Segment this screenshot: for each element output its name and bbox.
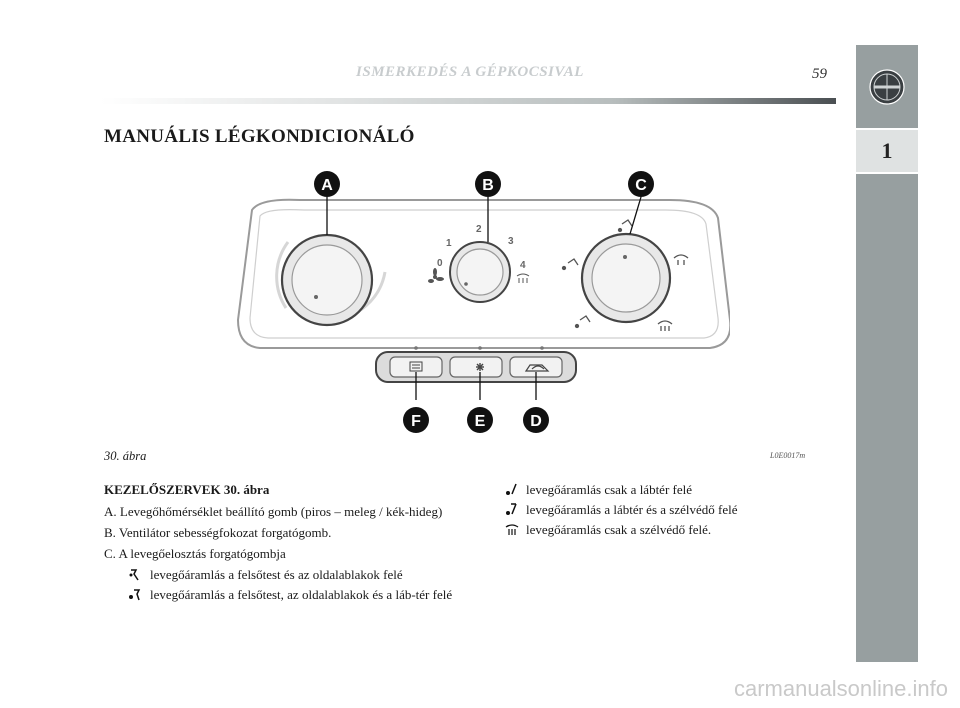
left-column: KEZELŐSZERVEK 30. ábra A. Levegőhőmérsék…	[104, 482, 460, 607]
fan-speed-1: 1	[446, 238, 452, 249]
c-sub2-text: levegőáramlás a felsőtest, az oldalablak…	[150, 587, 453, 602]
list-item: levegőáramlás csak a lábtér felé	[504, 482, 834, 498]
airflow-feet-icon	[504, 482, 526, 498]
item-c: C. A levegőelosztás forgatógombja	[104, 546, 286, 561]
ac-snowflake-icon	[476, 363, 484, 371]
airflow-face-feet-icon	[128, 587, 150, 603]
airflow-mode-icons	[561, 219, 689, 331]
rear-defrost-icon	[409, 361, 423, 372]
list-item: levegőáramlás csak a szélvédő felé.	[504, 522, 834, 538]
r-sub2-text: levegőáramlás a lábtér és a szélvédő fel…	[526, 502, 738, 517]
page-number: 59	[812, 66, 827, 82]
fan-icon	[428, 268, 444, 283]
controls-heading: KEZELŐSZERVEK 30. ábra	[104, 482, 270, 497]
list-item: levegőáramlás a lábtér és a szélvédő fel…	[504, 502, 834, 518]
r-sub1-text: levegőáramlás csak a lábtér felé	[526, 482, 693, 497]
airflow-face-icon	[128, 567, 150, 583]
running-header-title: ISMERKEDÉS A GÉPKOCSIVAL	[356, 64, 584, 80]
callout-a: A	[321, 177, 333, 194]
callout-c: C	[635, 177, 647, 194]
callout-b: B	[482, 177, 494, 194]
figure-caption: 30. ábra	[104, 449, 147, 463]
fan-speed-3: 3	[508, 236, 514, 247]
brand-logo	[856, 45, 918, 125]
shield-logo-icon	[869, 69, 905, 105]
item-a: A. Levegőhőmérséklet beállító gomb (piro…	[104, 504, 443, 519]
airflow-feet-windscreen-icon	[504, 502, 526, 518]
fan-speed-4: 4	[520, 260, 526, 271]
section-title: MANUÁLIS LÉGKONDICIONÁLÓ	[104, 126, 415, 147]
r-sub3-text: levegőáramlás csak a szélvédő felé.	[526, 522, 712, 537]
fan-speed-2: 2	[476, 224, 482, 235]
callout-d: D	[530, 413, 542, 430]
climate-panel-figure: 0 1 2 3 4	[230, 160, 732, 445]
c-sub1-text: levegőáramlás a felsőtest és az oldalabl…	[150, 567, 403, 582]
right-column: levegőáramlás csak a lábtér felé levegőá…	[504, 482, 834, 542]
callout-f: F	[411, 413, 421, 430]
figure-code: L0E0017m	[770, 451, 806, 460]
fan-speed-0: 0	[437, 258, 443, 269]
list-item: levegőáramlás a felsőtest és az oldalabl…	[128, 567, 460, 583]
chapter-tab[interactable]: 1	[856, 128, 918, 174]
windscreen-defrost-icon	[504, 522, 526, 538]
header-rule	[100, 98, 836, 104]
item-b: B. Ventilátor sebességfokozat forgatógom…	[104, 525, 332, 540]
defrost-small-icon	[516, 273, 530, 283]
watermark: carmanualsonline.info	[733, 676, 948, 701]
list-item: levegőáramlás a felsőtest, az oldalablak…	[128, 587, 460, 603]
recirculation-icon	[524, 364, 550, 372]
callout-e: E	[475, 413, 486, 430]
